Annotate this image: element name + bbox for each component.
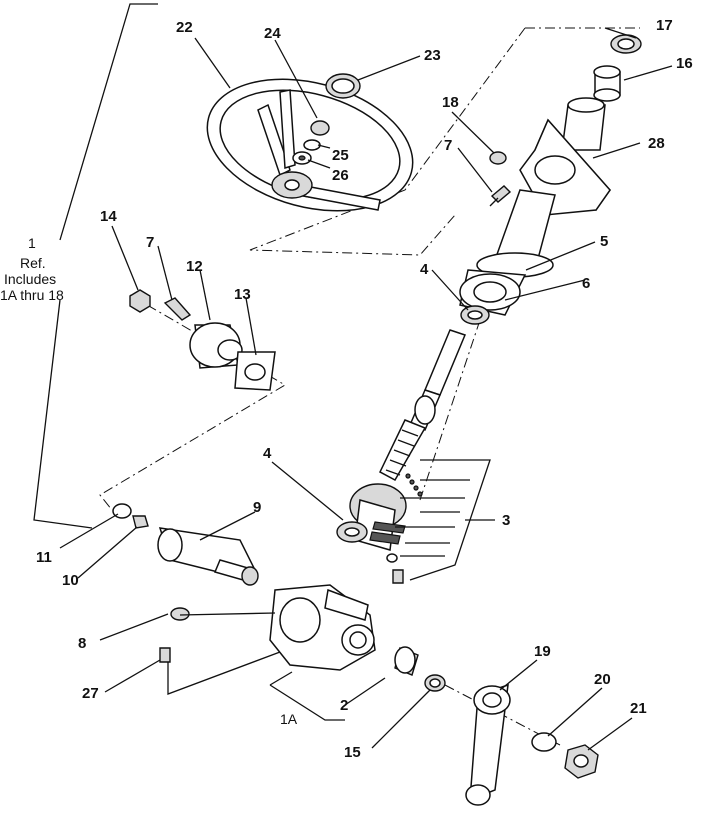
callout-22: 22	[176, 19, 193, 36]
callout-16: 16	[676, 55, 693, 72]
callout-15: 15	[344, 744, 361, 761]
sector-shaft	[112, 503, 259, 586]
callout-10: 10	[62, 572, 79, 589]
callout-labels: 1 Ref. Includes 1A thru 18 1A 2 3 4 4 5 …	[0, 17, 693, 761]
steering-shaft-worm	[379, 329, 467, 482]
callout-26: 26	[332, 167, 349, 184]
callout-27: 27	[82, 685, 99, 702]
callout-3: 3	[502, 512, 510, 529]
ball-nut-assembly	[336, 473, 423, 584]
callout-23: 23	[424, 47, 441, 64]
callout-7-right: 7	[444, 137, 452, 154]
callout-28: 28	[648, 135, 665, 152]
callout-13: 13	[234, 286, 251, 303]
ref-bracket-1	[33, 3, 158, 529]
callout-12: 12	[186, 258, 203, 275]
callout-1-note-line1: Ref.	[20, 255, 46, 271]
callout-2: 2	[340, 697, 348, 714]
callout-4-upper: 4	[420, 261, 429, 278]
callout-20: 20	[594, 671, 611, 688]
callout-7-left: 7	[146, 234, 154, 251]
callout-1-note-line2: Includes	[4, 271, 56, 287]
upper-steering-column	[459, 34, 642, 325]
callout-17: 17	[656, 17, 673, 34]
wheel-nut-and-washers	[292, 120, 330, 165]
callout-6: 6	[582, 275, 590, 292]
callout-24: 24	[264, 25, 281, 42]
callout-1a: 1A	[280, 711, 298, 727]
callout-1: 1	[28, 235, 36, 251]
callout-9: 9	[253, 499, 261, 516]
callout-5: 5	[600, 233, 608, 250]
leader-lines	[59, 27, 673, 751]
adjuster-cover-parts	[129, 289, 276, 391]
pitman-arm	[465, 683, 599, 806]
callout-18: 18	[442, 94, 459, 111]
callout-11: 11	[36, 549, 52, 566]
callout-4-lower: 4	[263, 445, 272, 462]
callout-25: 25	[332, 147, 349, 164]
horn-cap	[325, 73, 361, 99]
callout-21: 21	[630, 700, 647, 717]
callout-19: 19	[534, 643, 551, 660]
callout-1-note-line3: 1A thru 18	[0, 287, 64, 303]
callout-8: 8	[78, 635, 86, 652]
callout-14: 14	[100, 208, 117, 225]
gear-housing	[159, 584, 446, 692]
